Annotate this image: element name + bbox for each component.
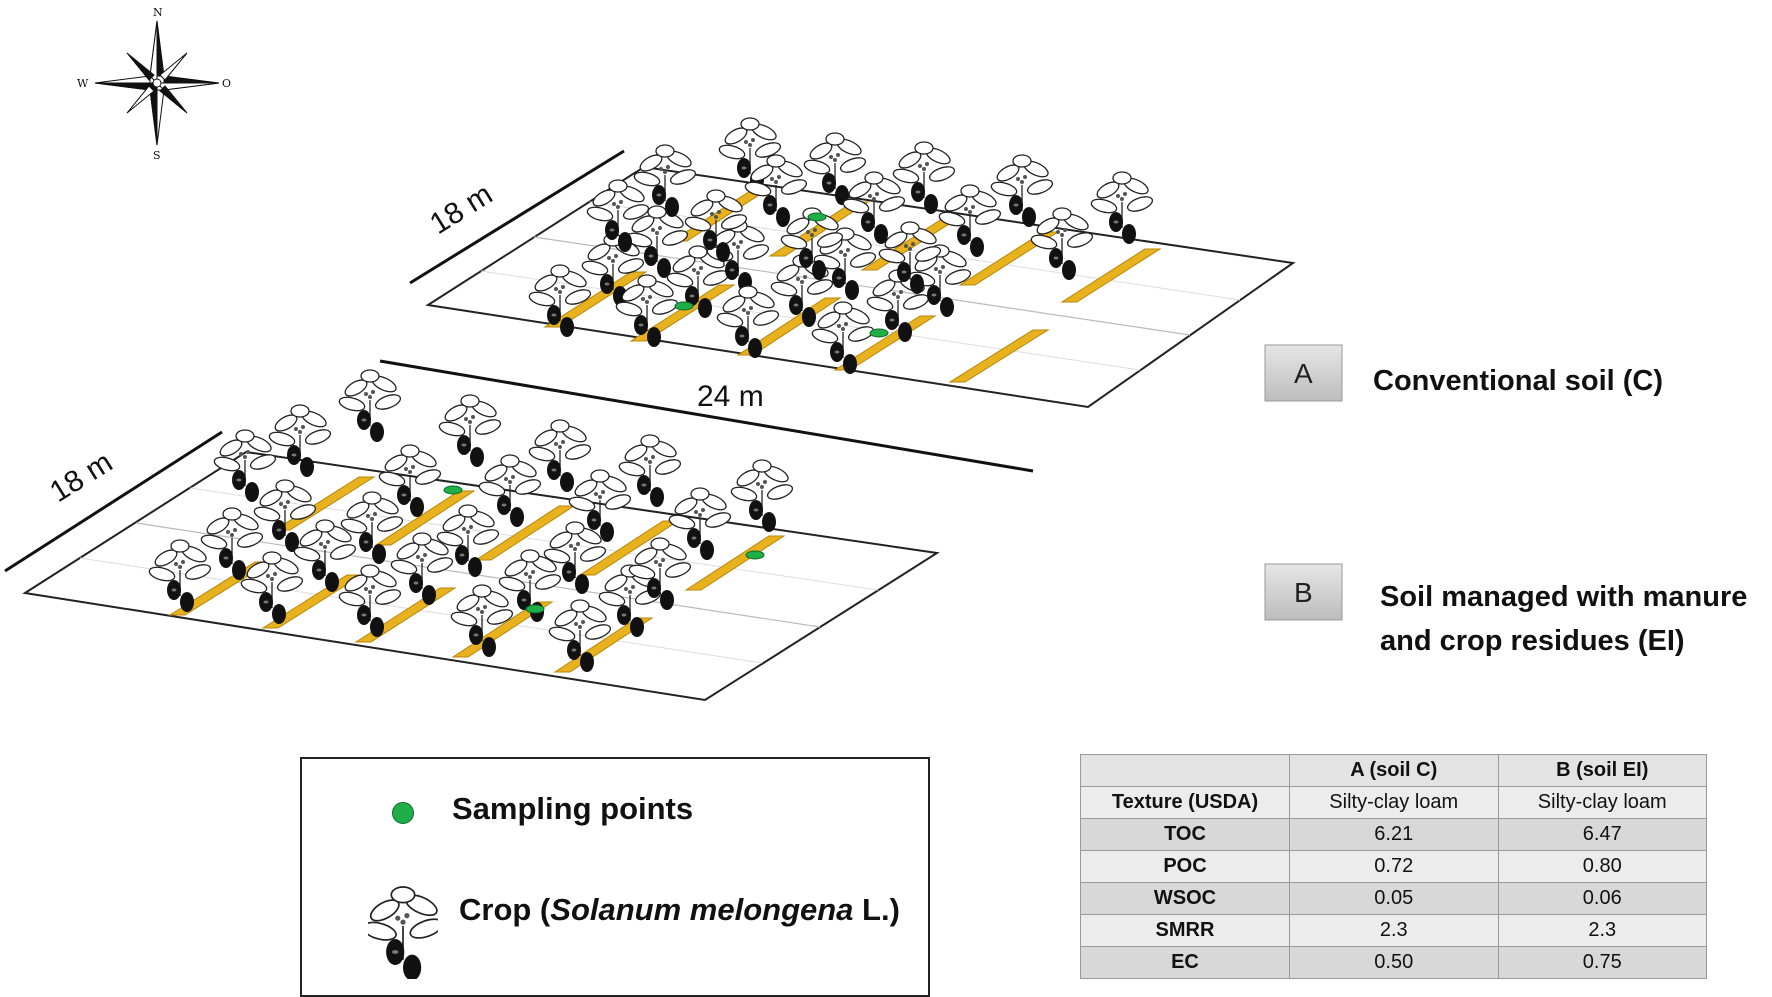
soil-b-key: B Soil managed with manure and crop resi… bbox=[1264, 563, 1747, 657]
cell-soil-a: 2.3 bbox=[1289, 914, 1499, 947]
cell-soil-b: 0.75 bbox=[1497, 946, 1707, 979]
cell-soil-b: 0.06 bbox=[1497, 882, 1707, 915]
row-header: WSOC bbox=[1080, 882, 1290, 915]
cell-soil-a: 6.21 bbox=[1289, 818, 1499, 851]
cell-soil-a: 0.50 bbox=[1289, 946, 1499, 979]
legend-sampling-label: Sampling points bbox=[452, 791, 694, 826]
soil-a-label: Conventional soil (C) bbox=[1373, 365, 1663, 397]
legend-crop-prefix: Crop ( bbox=[459, 892, 551, 927]
row-header: EC bbox=[1080, 946, 1290, 979]
dimension-line-length bbox=[379, 359, 1034, 473]
row-header: TOC bbox=[1080, 818, 1290, 851]
field-a-width-label: 18 m bbox=[424, 178, 498, 241]
soil-b-box-letter: B bbox=[1294, 577, 1313, 608]
cell-soil-a: 0.72 bbox=[1289, 850, 1499, 883]
crop-plant-icon bbox=[368, 886, 438, 979]
table-header-cell: A (soil C) bbox=[1289, 754, 1499, 787]
table-row: WSOC 0.05 0.06 bbox=[1080, 882, 1707, 915]
cell-soil-a: 0.05 bbox=[1289, 882, 1499, 915]
field-b bbox=[22, 369, 940, 702]
row-header: POC bbox=[1080, 850, 1290, 883]
row-header: Texture (USDA) bbox=[1080, 786, 1290, 819]
table-row: Texture (USDA) Silty-clay loam Silty-cla… bbox=[1080, 786, 1707, 819]
field-length-label: 24 m bbox=[697, 380, 764, 413]
soil-b-label-line2: and crop residues (EI) bbox=[1380, 625, 1685, 657]
soil-a-box-letter: A bbox=[1294, 358, 1313, 389]
table-header-row: A (soil C) B (soil EI) bbox=[1080, 754, 1707, 787]
legend-crop-label: Crop (Solanum melongena L.) bbox=[459, 892, 900, 928]
compass-north-label: N bbox=[153, 6, 163, 19]
cell-soil-a: Silty-clay loam bbox=[1289, 786, 1499, 819]
soil-b-box bbox=[1264, 563, 1343, 621]
soil-a-box bbox=[1264, 344, 1343, 402]
row-header: SMRR bbox=[1080, 914, 1290, 947]
legend-crop-suffix: L.) bbox=[853, 892, 900, 927]
legend: Sampling points Crop (Solanum melongena … bbox=[300, 757, 930, 997]
sampling-point-swatch bbox=[392, 802, 414, 824]
table-row: SMRR 2.3 2.3 bbox=[1080, 914, 1707, 947]
compass-rose: N S W O bbox=[77, 6, 231, 162]
dimension-line-b-width bbox=[4, 430, 223, 573]
soil-properties-table: A (soil C) B (soil EI) Texture (USDA) Si… bbox=[1080, 754, 1707, 979]
compass-west-label: W bbox=[77, 77, 89, 90]
table-row: EC 0.50 0.75 bbox=[1080, 946, 1707, 979]
table-row: POC 0.72 0.80 bbox=[1080, 850, 1707, 883]
sampling-points-b bbox=[443, 485, 765, 614]
dimension-line-a-width bbox=[409, 149, 625, 285]
compass-east-label: O bbox=[222, 77, 231, 90]
table-header-cell bbox=[1080, 754, 1290, 787]
legend-crop-species: Solanum melongena bbox=[550, 892, 854, 927]
sampling-points-a bbox=[674, 212, 889, 338]
cell-soil-b: 6.47 bbox=[1497, 818, 1707, 851]
table-header-cell: B (soil EI) bbox=[1497, 754, 1707, 787]
cell-soil-b: 2.3 bbox=[1497, 914, 1707, 947]
soil-b-label-line1: Soil managed with manure bbox=[1380, 581, 1747, 613]
compass-south-label: S bbox=[153, 149, 161, 162]
field-b-width-label: 18 m bbox=[44, 446, 118, 509]
cell-soil-b: 0.80 bbox=[1497, 850, 1707, 883]
table-row: TOC 6.21 6.47 bbox=[1080, 818, 1707, 851]
field-a bbox=[425, 117, 1296, 409]
soil-a-key: A Conventional soil (C) bbox=[1264, 344, 1663, 402]
cell-soil-b: Silty-clay loam bbox=[1497, 786, 1707, 819]
